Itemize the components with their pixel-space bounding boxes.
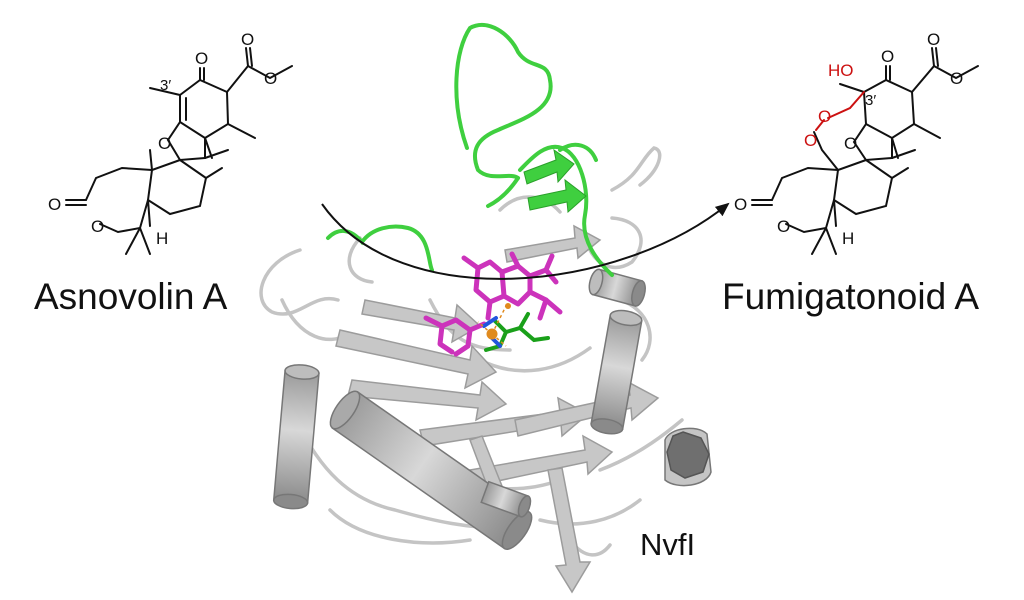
sub-h: H — [156, 229, 168, 248]
prod-h: H — [842, 229, 854, 248]
ligand-sticks — [423, 251, 563, 357]
product-atom-labels: O O O O O O H 3′ HO O O — [734, 30, 963, 248]
prod-o-furan: O — [844, 134, 857, 153]
product-structure — [751, 47, 979, 255]
prod-hydroxyl: HO — [828, 61, 854, 80]
substrate-atom-labels: O O O O O O H 3′ — [48, 30, 277, 248]
iron-center — [477, 303, 511, 347]
product-name-label: Fumigatonoid A — [722, 276, 980, 317]
beta-strands — [335, 224, 660, 594]
substrate-structure — [65, 47, 293, 255]
sub-position-label: 3′ — [160, 77, 171, 94]
alpha-helices — [272, 268, 712, 550]
sub-o-lactone-ring: O — [91, 217, 104, 236]
prod-position-label: 3′ — [865, 92, 876, 109]
sub-o-ester-top: O — [241, 30, 254, 49]
prod-o-lactone-carbonyl: O — [734, 195, 747, 214]
prod-peroxide-o1: O — [818, 107, 831, 126]
sub-o-furan: O — [158, 134, 171, 153]
substrate-name-label: Asnovolin A — [34, 276, 228, 317]
green-strands — [523, 148, 587, 214]
sub-o-lactone-carbonyl: O — [48, 195, 61, 214]
prod-peroxide-o2: O — [804, 131, 817, 150]
enzyme-name-label: NvfI — [640, 527, 696, 562]
sub-o-ester-single: O — [264, 69, 277, 88]
sub-o-ketone: O — [195, 49, 208, 68]
protein-structure — [259, 22, 712, 594]
prod-o-lactone-ring: O — [777, 217, 790, 236]
prod-o-ketone: O — [881, 47, 894, 66]
prod-o-ester-single: O — [950, 69, 963, 88]
reaction-arrow — [321, 202, 730, 280]
green-loops — [326, 22, 614, 277]
prod-o-ester-top: O — [927, 30, 940, 49]
